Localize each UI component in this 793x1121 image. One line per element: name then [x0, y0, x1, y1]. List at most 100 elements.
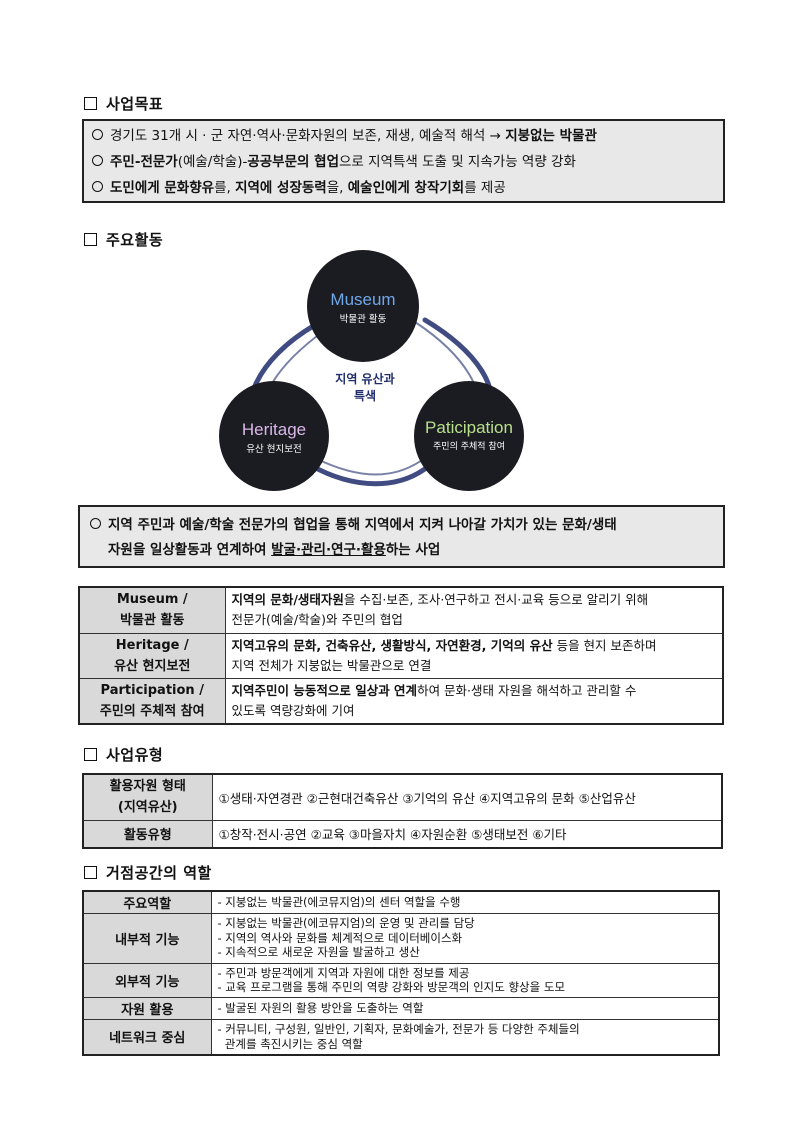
hub-table: 주요역할 - 지붕없는 박물관(에코뮤지엄)의 센터 역할을 수행 내부적 기능… [82, 890, 720, 1056]
goal-bold: 지붕없는 박물관 [505, 128, 597, 144]
square-bullet-icon [84, 97, 97, 110]
row-cell: - 주민과 방문객에게 지역과 자원에 대한 정보를 제공- 교육 프로그램을 … [210, 962, 720, 998]
cell-line: - 교육 프로그램을 통해 주민의 역량 강화와 방문객의 인지도 향상을 도모 [217, 980, 566, 994]
section-title: 거점공간의 역할 [106, 864, 212, 882]
summary-box: 지역 주민과 예술/학술 전문가의 협업을 통해 지역에서 지켜 나아갈 가치가… [78, 505, 725, 568]
goal-bold: 예술인에게 창작기회 [347, 180, 465, 196]
cell-line: - 지속적으로 새로운 자원을 발굴하고 생산 [217, 945, 420, 960]
section-title: 사업유형 [106, 746, 164, 764]
header-line: 유산 현지보전 [114, 658, 191, 674]
museum-title: Museum [330, 290, 395, 309]
row-cell: 지역의 문화/생태자원을 수집·보존, 조사·연구하고 전시·교육 등으로 알리… [224, 586, 724, 634]
row-cell: - 발굴된 자원의 활용 방안을 도출하는 역할 [210, 996, 720, 1020]
heritage-circle [219, 381, 329, 491]
row-cell: ①생태·자연경관 ②근현대건축유산 ③기억의 유산 ④지역고유의 문화 ⑤산업유… [211, 773, 723, 821]
cell-line: - 발굴된 자원의 활용 방안을 도출하는 역할 [217, 1001, 424, 1015]
goal-line-2: 주민-전문가(예술/학술)-공공부문의 협업으로 지역특색 도출 및 지속가능 … [92, 149, 723, 175]
summary-text: 지역 주민과 예술/학술 전문가의 협업을 통해 지역에서 지켜 나아갈 가치가… [108, 517, 617, 533]
goal-bold: 주민-전문가 [110, 154, 178, 170]
summary-line-2: 자원을 일상활동과 연계하여 발굴·관리·연구·활용하는 사업 [90, 538, 723, 563]
square-bullet-icon [84, 866, 97, 879]
cell-text: 전문가(예술/학술)와 주민의 협업 [231, 612, 403, 628]
table-row: Participation / 주민의 주체적 참여 지역주민이 능동적으로 일상… [78, 677, 724, 725]
table-row: 자원 활용 - 발굴된 자원의 활용 방안을 도출하는 역할 [82, 996, 720, 1020]
summary-text: 자원을 일상활동과 연계하여 [108, 542, 272, 558]
goal-box: 경기도 31개 시 · 군 자연·역사·문화자원의 보존, 재생, 예술적 해석… [82, 119, 725, 203]
cell-line: - 주민과 방문객에게 지역과 자원에 대한 정보를 제공 [217, 966, 470, 980]
table-row: Museum / 박물관 활동 지역의 문화/생태자원을 수집·보존, 조사·연구… [78, 586, 724, 634]
types-table: 활용자원 형태 (지역유산) ①생태·자연경관 ②근현대건축유산 ③기억의 유산 … [82, 773, 723, 849]
cell-bold: 지역주민이 능동적으로 일상과 연계 [231, 682, 418, 698]
goal-text: 을, [326, 180, 348, 196]
cell-text: 있도록 역량강화에 기여 [231, 702, 355, 718]
row-header: 네트워크 중심 [82, 1018, 212, 1056]
row-header: Heritage / 유산 현지보전 [78, 632, 226, 679]
cell-text: 지역 전체가 지붕없는 박물관으로 연결 [231, 657, 432, 673]
header-line: (지역유산) [117, 800, 178, 816]
diagram-center-line1: 지역 유산과 [335, 371, 394, 386]
goal-text: 경기도 31개 시 · 군 자연·역사·문화자원의 보존, 재생, 예술적 해석… [110, 128, 506, 144]
goal-line-1: 경기도 31개 시 · 군 자연·역사·문화자원의 보존, 재생, 예술적 해석… [92, 123, 723, 149]
summary-underlined: 발굴·관리·연구·활용 [271, 542, 386, 558]
row-cell: ①창작·전시·공연 ②교육 ③마을자치 ④자원순환 ⑤생태보전 ⑥기타 [211, 819, 723, 849]
table-row: 네트워크 중심 - 커뮤니티, 구성원, 일반인, 기획자, 문화예술가, 전문… [82, 1018, 720, 1056]
participation-title: Paticipation [425, 418, 513, 437]
section-title: 주요활동 [106, 231, 164, 249]
goal-text: 으로 지역특색 도출 및 지속가능 역량 강화 [338, 154, 576, 170]
activity-diagram: Museum 박물관 활동 Heritage 유산 현지보전 Paticipat… [219, 250, 524, 491]
activities-table: Museum / 박물관 활동 지역의 문화/생태자원을 수집·보존, 조사·연구… [78, 586, 724, 725]
goal-text: 를, [214, 180, 236, 196]
square-bullet-icon [84, 748, 97, 761]
row-cell: - 지붕없는 박물관(에코뮤지엄)의 센터 역할을 수행 [210, 890, 720, 914]
summary-line-1: 지역 주민과 예술/학술 전문가의 협업을 통해 지역에서 지켜 나아갈 가치가… [90, 513, 723, 538]
row-cell: 지역주민이 능동적으로 일상과 연계하여 문화·생태 자원을 해석하고 관리할 … [224, 677, 724, 725]
table-row: 활용자원 형태 (지역유산) ①생태·자연경관 ②근현대건축유산 ③기억의 유산 … [82, 773, 723, 821]
cell-bold: 지역의 문화/생태자원 [231, 592, 344, 608]
circle-bullet-icon [92, 155, 103, 166]
row-header: Museum / 박물관 활동 [78, 586, 226, 634]
row-header: 활동유형 [82, 819, 213, 849]
cell-line: - 지붕없는 박물관(에코뮤지엄)의 운영 및 관리를 담당 [217, 916, 475, 931]
participation-subtitle: 주민의 주체적 참여 [433, 440, 505, 452]
row-cell: - 지붕없는 박물관(에코뮤지엄)의 운영 및 관리를 담당- 지역의 역사와 … [210, 912, 720, 964]
section-title: 사업목표 [106, 95, 164, 113]
row-cell: 지역고유의 문화, 건축유산, 생활방식, 자연환경, 기억의 유산 등을 현지… [224, 632, 724, 679]
row-header: 활용자원 형태 (지역유산) [82, 773, 213, 821]
row-header: 주요역할 [82, 890, 212, 914]
row-header: 내부적 기능 [82, 912, 212, 964]
goal-line-3: 도민에게 문화향유를, 지역에 성장동력을, 예술인에게 창작기회를 제공 [92, 175, 723, 201]
table-row: 주요역할 - 지붕없는 박물관(에코뮤지엄)의 센터 역할을 수행 [82, 890, 720, 914]
heritage-title: Heritage [242, 420, 306, 439]
header-line: 활용자원 형태 [109, 779, 186, 795]
museum-subtitle: 박물관 활동 [340, 313, 387, 325]
row-header: 외부적 기능 [82, 962, 212, 998]
header-line: 박물관 활동 [120, 613, 185, 629]
section-heading-type: 사업유형 [84, 744, 163, 765]
museum-circle [307, 250, 419, 362]
section-heading-activity: 주요활동 [84, 229, 163, 250]
header-line: Participation / [100, 682, 204, 698]
diagram-center-line2: 특색 [354, 388, 376, 403]
cell-text: 등을 현지 보존하며 [552, 637, 657, 653]
section-heading-goal: 사업목표 [84, 93, 163, 114]
cell-line: - 지역의 역사와 문화를 체계적으로 데이터베이스화 [217, 930, 463, 945]
header-line: Museum / [116, 592, 188, 608]
cell-line: 관계를 촉진시키는 중심 역할 [217, 1036, 363, 1051]
section-heading-hub: 거점공간의 역할 [84, 862, 212, 883]
summary-text: 하는 사업 [385, 542, 441, 558]
cell-line: - 지붕없는 박물관(에코뮤지엄)의 센터 역할을 수행 [217, 895, 461, 910]
header-line: Heritage / [115, 637, 189, 653]
goal-bold: 공공부문의 협업 [247, 154, 339, 170]
circle-bullet-icon [92, 129, 103, 140]
table-row: 활동유형 ①창작·전시·공연 ②교육 ③마을자치 ④자원순환 ⑤생태보전 ⑥기타 [82, 819, 723, 849]
square-bullet-icon [84, 233, 97, 246]
cell-text: 을 수집·보존, 조사·연구하고 전시·교육 등으로 알리기 위해 [343, 592, 649, 608]
heritage-subtitle: 유산 현지보전 [246, 444, 301, 455]
row-header: 자원 활용 [82, 996, 212, 1020]
header-line: 주민의 주체적 참여 [99, 703, 205, 719]
circle-bullet-icon [90, 518, 101, 529]
cell-line: - 커뮤니티, 구성원, 일반인, 기획자, 문화예술가, 전문가 등 다양한 … [217, 1021, 580, 1036]
row-cell: - 커뮤니티, 구성원, 일반인, 기획자, 문화예술가, 전문가 등 다양한 … [210, 1018, 720, 1056]
table-row: 외부적 기능 - 주민과 방문객에게 지역과 자원에 대한 정보를 제공- 교육… [82, 962, 720, 998]
circle-bullet-icon [92, 181, 103, 192]
